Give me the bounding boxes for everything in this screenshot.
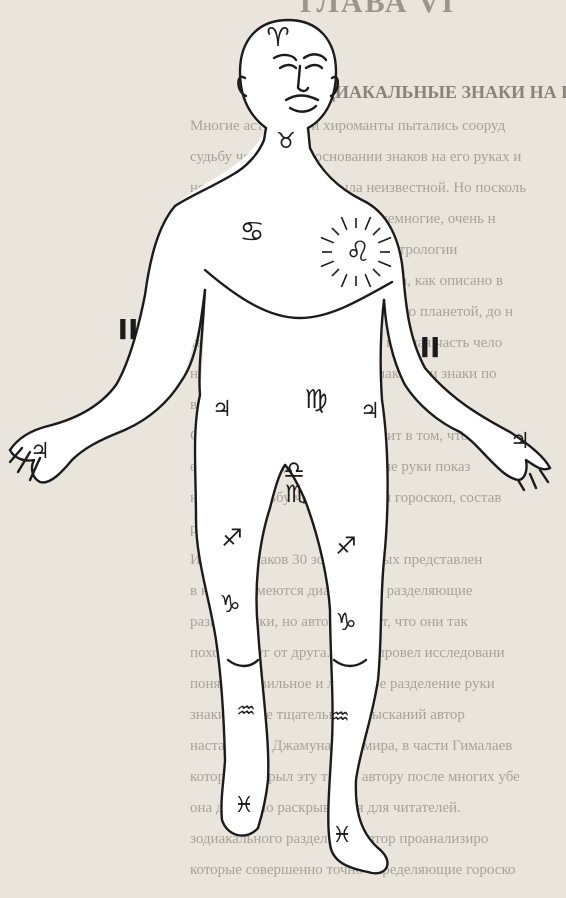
leo-sign-heart: ♌: [345, 238, 370, 266]
sagittarius-sign-left-thigh: ♐: [335, 534, 357, 558]
aries-sign-head: ♈: [266, 25, 289, 51]
cancer-sign-chest: ♋: [239, 218, 264, 246]
gemini-sign-left-arm: II: [420, 334, 441, 362]
gemini-sign-right-arm: II: [118, 316, 139, 344]
capricorn-sign-right-knee: ♑: [219, 592, 241, 616]
jupiter-sign-right-hand: ♃: [30, 441, 50, 463]
virgo-sign-abdomen: ♍: [304, 387, 327, 413]
libra-sign-groin: ♎: [283, 458, 305, 482]
jupiter-sign-abdomen-left: ♃: [360, 401, 380, 423]
pisces-sign-right-foot: ♓: [234, 795, 254, 817]
jupiter-sign-left-hand: ♃: [510, 431, 530, 453]
sagittarius-sign-right-thigh: ♐: [221, 526, 243, 550]
taurus-sign-neck: ♉: [276, 131, 296, 153]
scorpio-sign-groin: ♏: [285, 482, 307, 506]
aquarius-sign-left-shin: ♒: [330, 707, 350, 729]
capricorn-sign-left-knee: ♑: [335, 610, 357, 634]
pisces-sign-left-foot: ♓: [332, 825, 352, 847]
aquarius-sign-right-shin: ♒: [236, 701, 256, 723]
jupiter-sign-abdomen-right: ♃: [212, 399, 232, 421]
